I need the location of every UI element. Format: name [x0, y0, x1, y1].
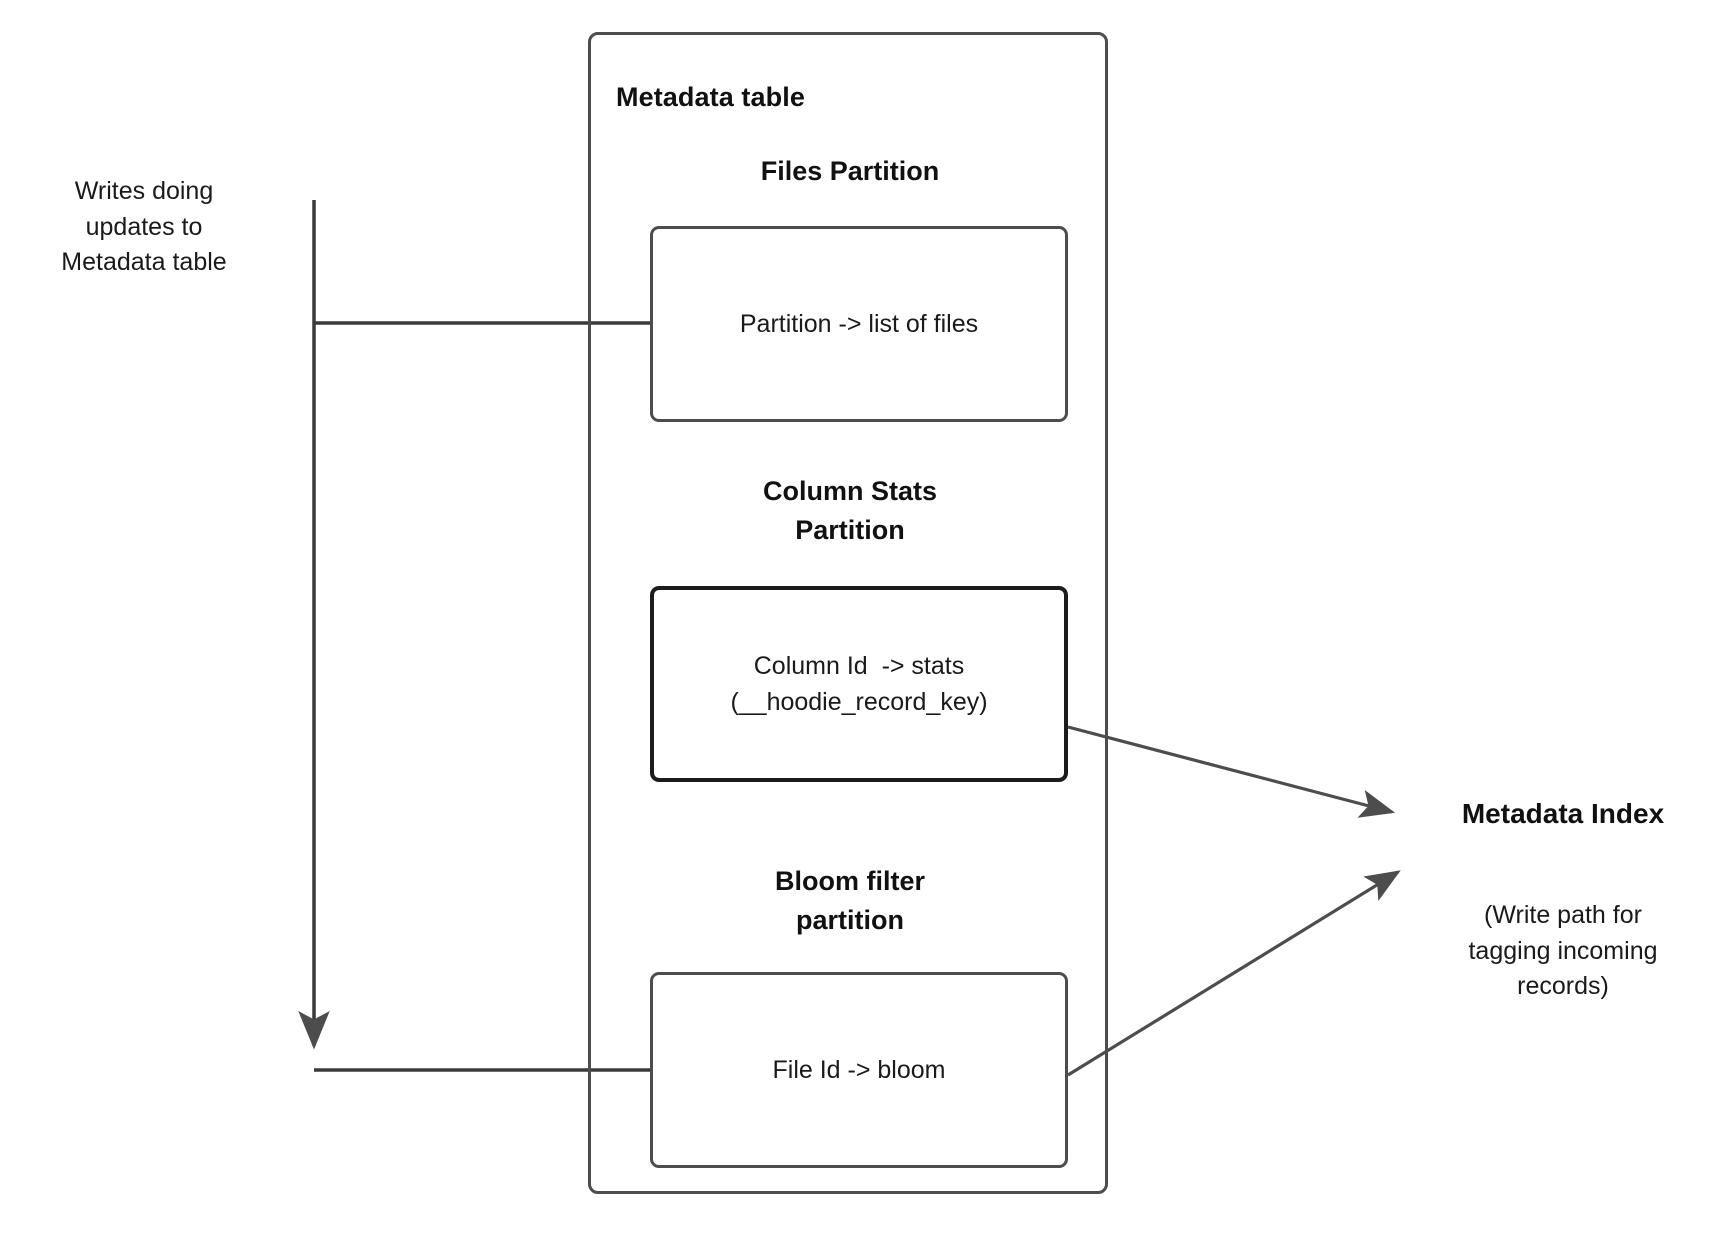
column-stats-partition-box-text: Column Id -> stats (__hoodie_record_key) [730, 651, 988, 716]
metadata-index-title: Metadata Index [1461, 798, 1665, 829]
metadata-index-subtitle: (Write path for tagging incoming records… [1468, 901, 1658, 1000]
metadata-table-title: Metadata table [616, 82, 805, 112]
colstats-to-index-arrow [1067, 725, 1396, 818]
writes-annotation-label: Writes doing updates to Metadata table [61, 177, 227, 276]
bloom-to-index-arrow [1067, 870, 1401, 1077]
column-stats-partition-box[interactable]: Column Id -> stats (__hoodie_record_key) [650, 586, 1068, 782]
bloom-filter-partition-heading: Bloom filter partition [774, 866, 925, 936]
files-partition-box[interactable]: Partition -> list of files [650, 226, 1068, 422]
files-partition-box-text: Partition -> list of files [739, 309, 979, 338]
files-partition-heading: Files Partition [760, 156, 940, 186]
column-stats-partition-heading: Column Stats Partition [762, 476, 937, 546]
bloom-filter-partition-box-text: File Id -> bloom [772, 1055, 946, 1084]
metadata-table-container [588, 32, 1108, 1194]
bloom-filter-partition-box[interactable]: File Id -> bloom [650, 972, 1068, 1168]
